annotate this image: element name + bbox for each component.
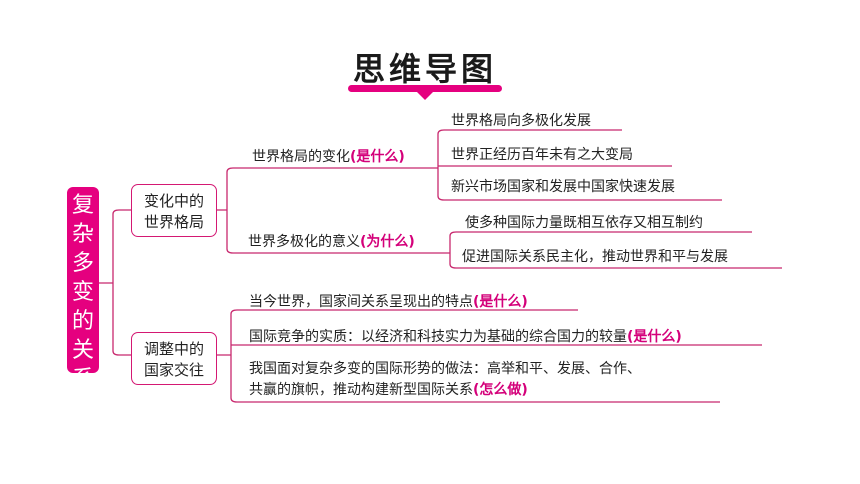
topic-multipolar-meaning: 世界多极化的意义(为什么) [248, 234, 415, 250]
leaf-emerging-markets: 新兴市场国家和发展中国家快速发展 [451, 179, 675, 195]
branch-node-state-relations: 调整中的 国家交往 [131, 332, 217, 385]
connector-branch-2 [217, 309, 762, 403]
connector-topic-1 [437, 129, 722, 201]
branch-1-line-2: 世界格局 [143, 213, 204, 231]
leaf-multipolar-trend: 世界格局向多极化发展 [451, 113, 591, 129]
title-underline [348, 85, 502, 92]
item-relation-features: 当今世界，国家间关系呈现出的特点(是什么) [249, 294, 528, 310]
branch-node-world-pattern: 变化中的 世界格局 [131, 184, 217, 237]
item-china-approach: 我国面对复杂多变的国际形势的做法：高举和平、发展、合作、 共赢的旗帜，推动构建新… [249, 361, 641, 398]
leaf-democratization: 促进国际关系民主化，推动世界和平与发展 [462, 249, 728, 265]
connector-root [99, 209, 131, 356]
item-competition-essence: 国际竞争的实质：以经济和科技实力为基础的综合国力的较量(是什么) [249, 329, 682, 345]
leaf-interdependence: 使多种国际力量既相互依存又相互制约 [465, 215, 703, 231]
root-node: 复杂多变的关系 [67, 187, 99, 392]
branch-1-line-1: 变化中的 [143, 192, 204, 210]
leaf-great-change: 世界正经历百年未有之大变局 [451, 147, 633, 163]
branch-2-line-1: 调整中的 [143, 340, 204, 358]
page-title: 思维导图 [352, 50, 497, 88]
branch-2-line-2: 国家交往 [143, 361, 204, 379]
title-block: 思维导图 [330, 44, 520, 100]
connector-topic-2 [449, 231, 782, 269]
connector-branch-1 [217, 167, 450, 254]
topic-pattern-change: 世界格局的变化(是什么) [252, 149, 405, 165]
title-pointer [416, 91, 434, 100]
